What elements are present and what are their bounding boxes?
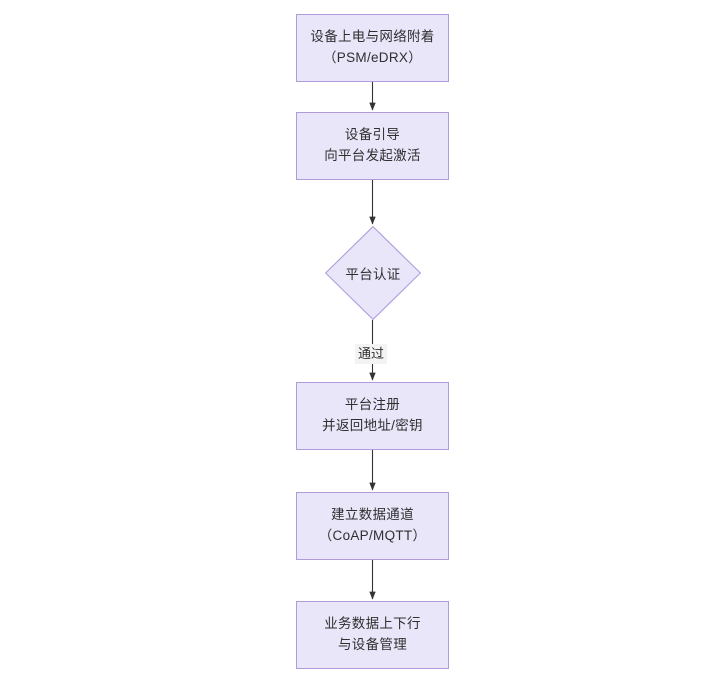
node-bootstrap-line-2: 向平台发起激活: [324, 148, 421, 163]
node-device-power-on[interactable]: 设备上电与网络附着 （PSM/eDRX）: [296, 14, 449, 82]
node-channel-line-1: 建立数据通道: [331, 507, 414, 523]
node-power-line-2: （PSM/eDRX）: [322, 50, 423, 65]
node-power-line-1: 设备上电与网络附着: [310, 29, 435, 45]
edge-label-pass: 通过: [355, 344, 388, 364]
node-auth-label: 平台认证: [345, 267, 401, 282]
diamond-shape-icon: [325, 226, 421, 320]
node-device-bootstrap[interactable]: 设备引导 向平台发起激活: [296, 112, 449, 180]
node-register-line-2: 并返回地址/密钥: [322, 418, 423, 433]
node-platform-authentication[interactable]: 平台认证: [325, 226, 421, 320]
node-establish-data-channel[interactable]: 建立数据通道 （CoAP/MQTT）: [296, 492, 449, 560]
node-business-line-2: 与设备管理: [338, 637, 407, 652]
node-business-data-and-device-management[interactable]: 业务数据上下行 与设备管理: [296, 601, 449, 669]
node-register-line-1: 平台注册: [344, 397, 401, 413]
node-bootstrap-line-1: 设备引导: [344, 127, 401, 143]
node-platform-registration[interactable]: 平台注册 并返回地址/密钥: [296, 382, 449, 450]
node-business-line-1: 业务数据上下行: [324, 616, 421, 632]
node-channel-line-2: （CoAP/MQTT）: [318, 528, 427, 543]
